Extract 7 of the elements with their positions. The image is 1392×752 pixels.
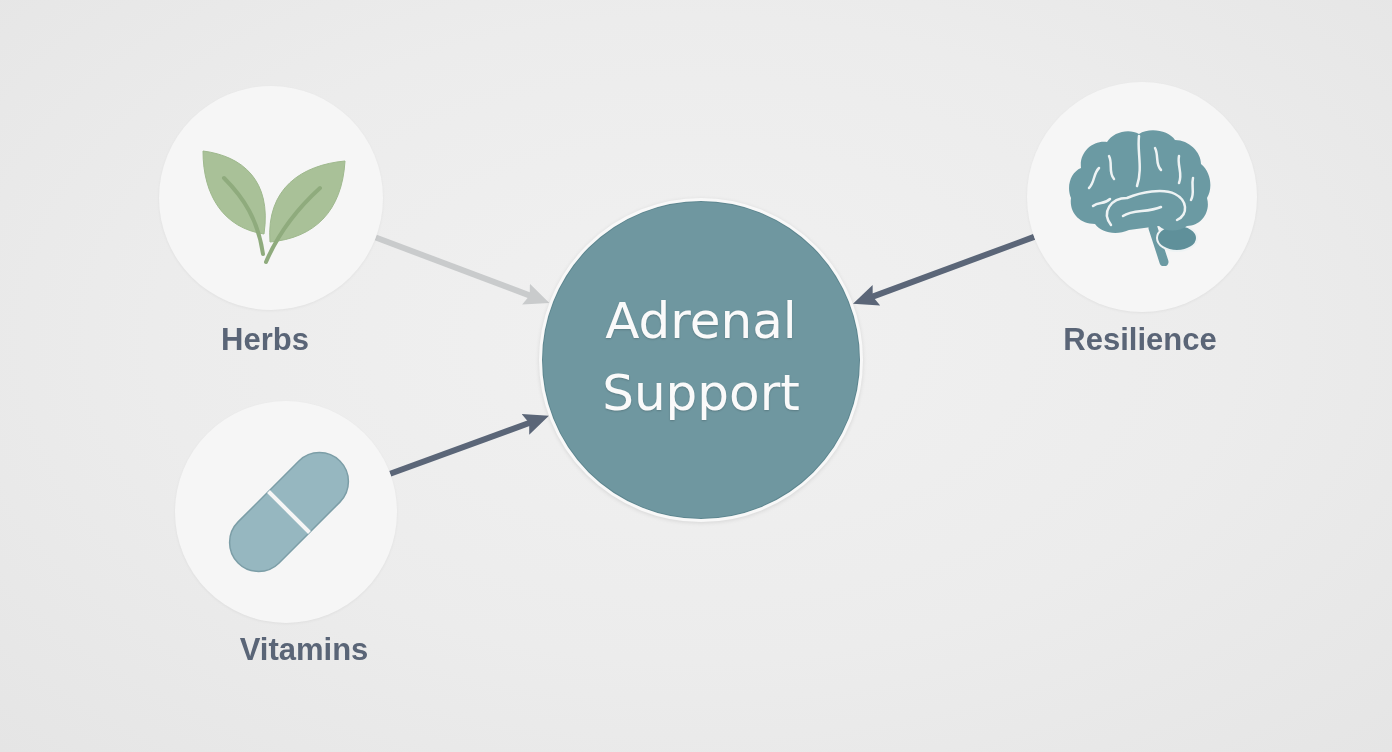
node-label: Adrenal Support (601, 291, 801, 424)
node-label: Vitamins (239, 632, 369, 668)
arrow (374, 234, 550, 305)
arrow (853, 234, 1036, 306)
node-label: Resilience (1063, 322, 1217, 358)
node-label: Herbs (221, 322, 309, 358)
arrow (389, 414, 549, 477)
